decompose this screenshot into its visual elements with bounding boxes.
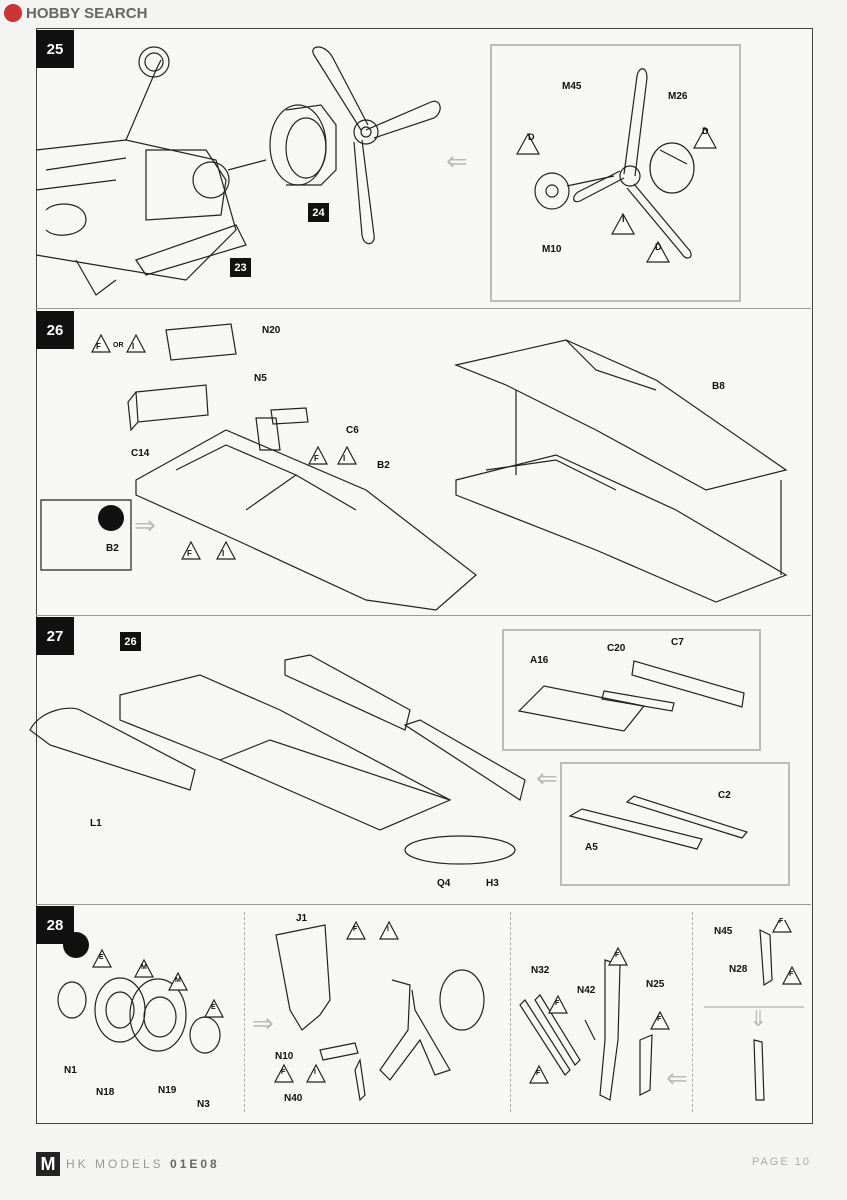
divider-28a	[244, 912, 245, 1112]
sub-step-26: 26	[120, 632, 141, 651]
step-arrow-down-icon: ⇓	[749, 1006, 768, 1031]
label-a16: A16	[530, 655, 549, 666]
label-l1: L1	[90, 818, 102, 829]
label-n45: N45	[714, 926, 733, 937]
label-b8: B8	[712, 381, 725, 392]
label-c14: C14	[131, 448, 150, 459]
sub-step-24: 24	[308, 203, 329, 222]
symbol-f-1: F	[96, 342, 101, 351]
label-c20: C20	[607, 643, 626, 654]
symbol-i-5: I	[387, 926, 389, 933]
symbol-f-5: F	[281, 1069, 286, 1076]
symbol-d-1: D	[528, 132, 535, 142]
symbol-i-2: I	[132, 342, 135, 351]
symbol-i-4: I	[222, 549, 225, 558]
symbol-i-6: I	[314, 1069, 316, 1076]
symbol-f-3: F	[187, 549, 192, 558]
detail-arrow-icon: ⇐	[446, 146, 468, 176]
symbol-m-2: M	[175, 977, 181, 984]
symbol-f-2: F	[314, 454, 319, 463]
label-a5: A5	[585, 842, 598, 853]
landing-gear-drawing	[57, 920, 802, 1102]
label-c7: C7	[671, 637, 684, 648]
symbol-f-4: F	[353, 926, 358, 933]
label-n5: N5	[254, 373, 267, 384]
label-n19: N19	[158, 1085, 177, 1096]
label-n32: N32	[531, 965, 550, 976]
step-number-25: 25	[36, 30, 74, 68]
label-n42: N42	[577, 985, 596, 996]
symbol-f-11: F	[789, 971, 794, 978]
label-j1: J1	[296, 913, 308, 924]
symbol-d-2: D	[702, 126, 709, 136]
label-c2: C2	[718, 790, 731, 801]
wing-flaps-drawing	[29, 654, 526, 865]
label-n3: N3	[197, 1099, 210, 1110]
detail-arrow-right-icon: ⇒	[134, 510, 156, 540]
label-b2: B2	[377, 460, 390, 471]
label-q4: Q4	[437, 878, 451, 889]
propeller-detail-box	[490, 44, 741, 302]
label-n1: N1	[64, 1065, 77, 1076]
detail-arrow-left-icon-2: ⇐	[536, 763, 558, 793]
symbol-f-6: F	[615, 952, 620, 959]
step-number-26: 26	[36, 311, 74, 349]
wing-assembly-drawing	[40, 323, 788, 611]
symbol-e-2: E	[211, 1004, 216, 1011]
fuselage-engine-drawing	[36, 46, 441, 296]
flap-detail-drawing-2	[568, 795, 749, 850]
watermark: HOBBY SEARCH	[4, 4, 147, 22]
or-text-1: OR	[113, 342, 124, 349]
symbol-f-10: F	[779, 918, 784, 925]
symbol-i-3: I	[343, 454, 346, 463]
label-m45: M45	[562, 81, 582, 92]
label-b2-detail: B2	[106, 543, 119, 554]
label-n25: N25	[646, 979, 665, 990]
symbol-f-7: F	[555, 1000, 560, 1007]
symbol-f-8: F	[536, 1070, 541, 1077]
symbol-e-1: E	[99, 954, 104, 961]
step-arrow-icon-2: ⇐	[666, 1063, 688, 1093]
step-number-27: 27	[36, 617, 74, 655]
divider-27-28	[36, 904, 811, 905]
label-m10: M10	[542, 244, 562, 255]
label-h3: H3	[486, 878, 499, 889]
propeller-detail-drawing	[515, 68, 718, 263]
footer-brand-text: HK MODELS 01E08	[66, 1157, 220, 1171]
page-number: PAGE 10	[751, 1156, 811, 1168]
flap-detail-box-2	[560, 762, 790, 886]
flap-detail-drawing-1	[517, 660, 745, 732]
label-n18: N18	[96, 1087, 115, 1098]
symbol-d-3: D	[655, 242, 662, 252]
flap-detail-box-1	[502, 629, 761, 751]
symbol-m-1: M	[141, 964, 147, 971]
divider-25-26	[36, 308, 811, 309]
symbol-i-1: I	[622, 214, 625, 224]
hobby-search-logo-icon	[4, 4, 22, 22]
label-n40: N40	[284, 1093, 303, 1104]
label-c6: C6	[346, 425, 359, 436]
symbol-f-9: F	[657, 1016, 662, 1023]
divider-28d	[704, 1006, 804, 1008]
label-n20: N20	[262, 325, 281, 336]
sub-step-23: 23	[230, 258, 251, 277]
symmetric-assembly-icon	[63, 932, 89, 958]
footer-brand: M HK MODELS 01E08	[36, 1152, 220, 1176]
label-n10: N10	[275, 1051, 294, 1062]
label-m26: M26	[668, 91, 688, 102]
page-footer: M HK MODELS 01E08 PAGE 10	[36, 1152, 811, 1176]
label-n28: N28	[729, 964, 748, 975]
divider-26-27	[36, 615, 811, 616]
watermark-text: HOBBY SEARCH	[26, 4, 148, 22]
step-arrow-icon-1: ⇒	[252, 1008, 274, 1038]
hk-models-logo-icon: M	[36, 1152, 60, 1176]
divider-28b	[510, 912, 511, 1112]
divider-28c	[692, 912, 693, 1112]
instruction-frame	[36, 28, 813, 1124]
